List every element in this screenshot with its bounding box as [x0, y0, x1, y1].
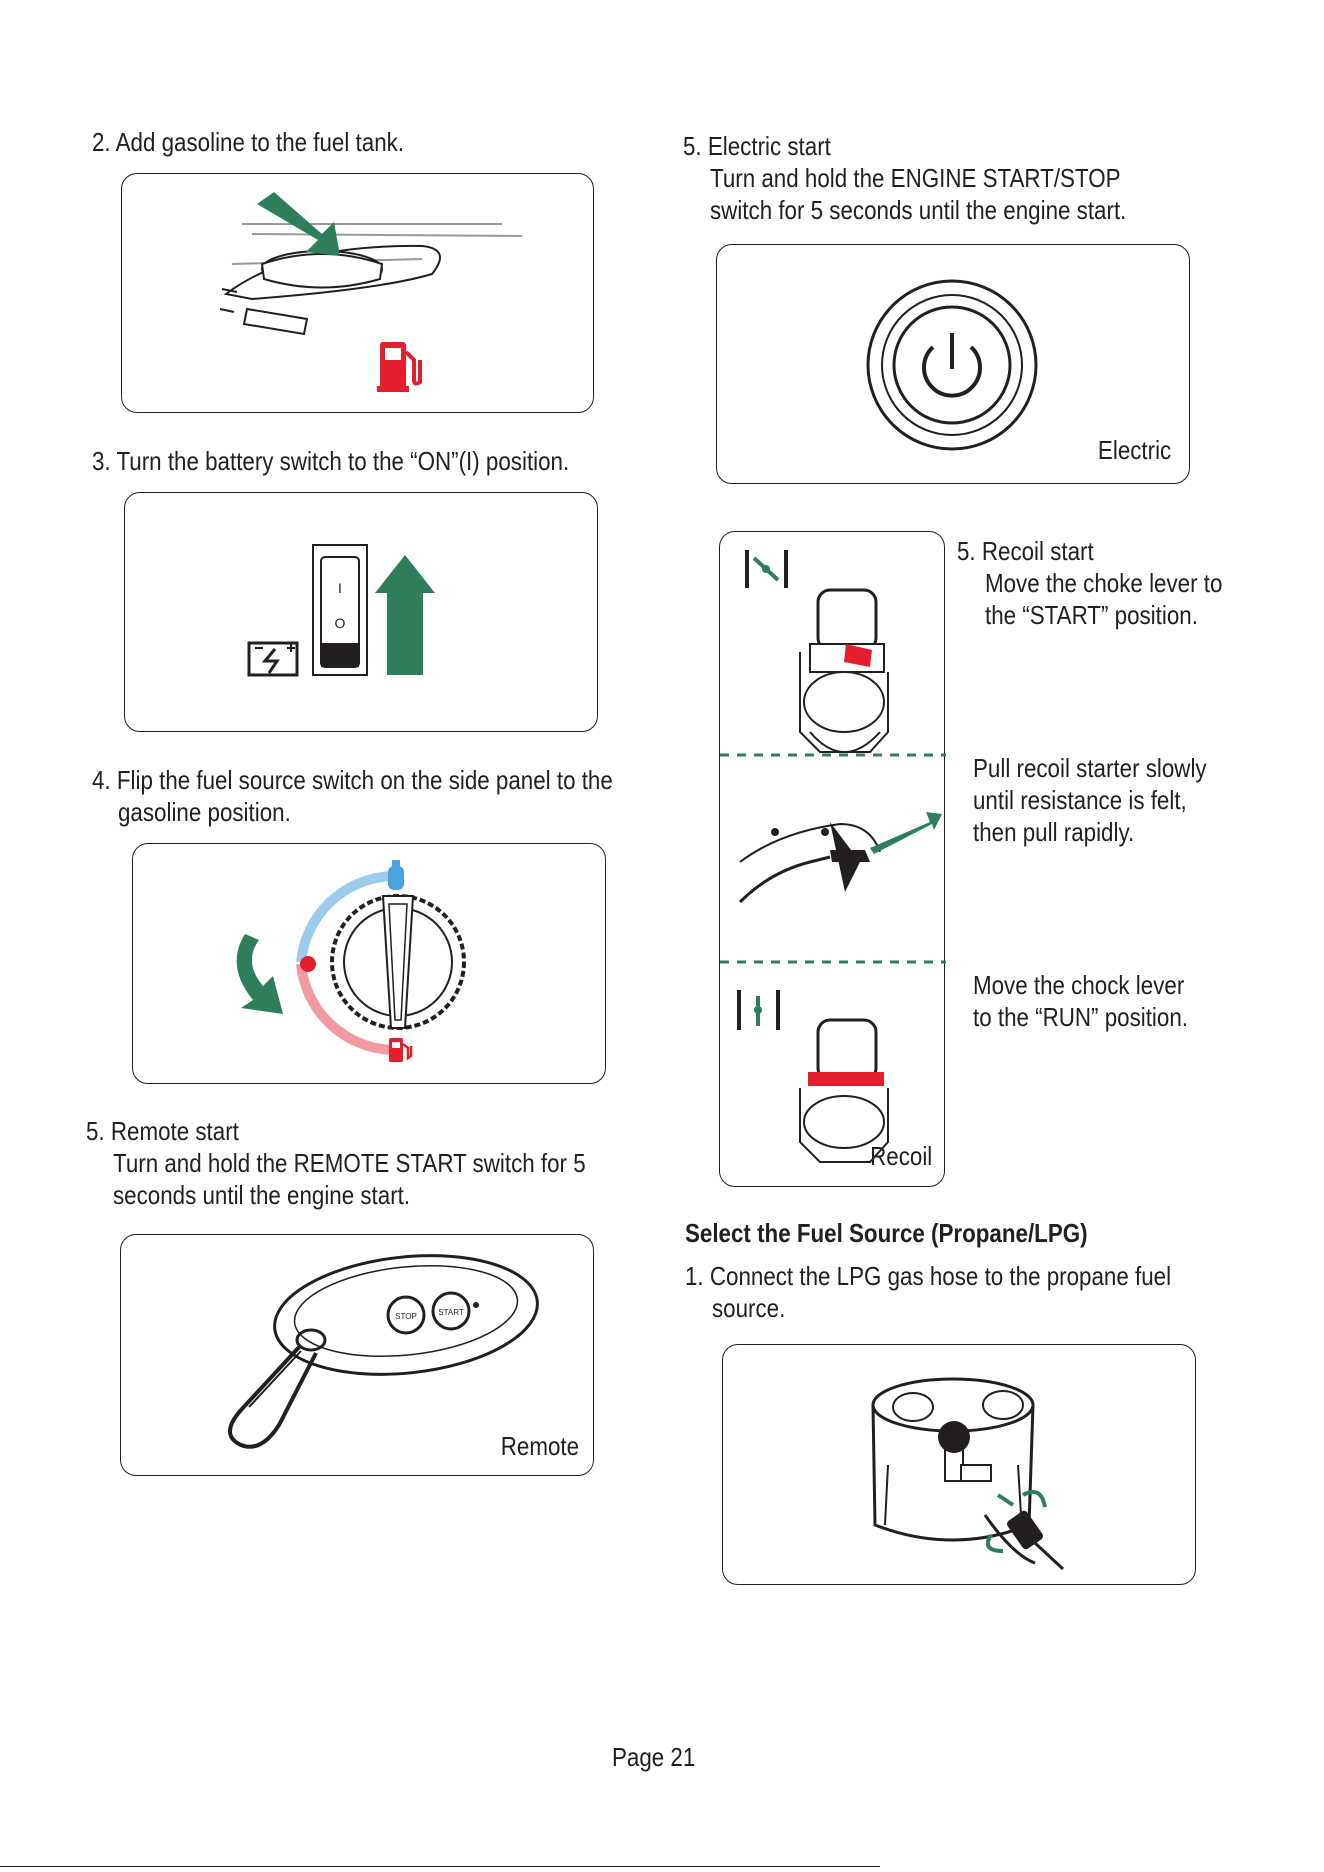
arrow-down-icon	[257, 192, 340, 256]
recoil-panel: Recoil	[719, 531, 946, 1187]
switch-off-symbol: O	[335, 615, 346, 631]
remote-caption: Remote	[500, 1431, 579, 1461]
fuel-selector-panel	[132, 843, 606, 1084]
electric-start-line2: switch for 5 seconds until the engine st…	[710, 195, 1127, 225]
recoil-start-line1: Move the choke lever to	[985, 568, 1223, 598]
fuel-tank-illustration	[219, 192, 523, 392]
add-gasoline-panel	[121, 173, 594, 413]
step4-text-line2: gasoline position.	[118, 797, 291, 827]
battery-switch-illustration: I O	[247, 544, 435, 677]
choke-run-icon	[737, 990, 780, 1030]
lpg-panel	[722, 1344, 1196, 1585]
step4-text-line1: 4. Flip the fuel source switch on the si…	[92, 765, 613, 795]
fob-stop-button: STOP	[395, 1312, 417, 1321]
step3-text: 3. Turn the battery switch to the “ON”(I…	[92, 446, 570, 476]
propane-tank-illustration	[871, 1377, 1065, 1571]
recoil-start-title: 5. Recoil start	[957, 536, 1094, 566]
step2-text: 2. Add gasoline to the fuel tank.	[92, 127, 405, 157]
footer-rule	[0, 1866, 880, 1867]
fuel-pump-icon	[377, 342, 422, 392]
run-position-line1: Move the chock lever	[973, 970, 1185, 1000]
propane-tank-icon	[388, 860, 404, 890]
recoil-start-line2: the “START” position.	[985, 600, 1198, 630]
fuel-pump-icon	[389, 1038, 413, 1062]
power-icon	[922, 333, 982, 398]
lpg-step1-line1: 1. Connect the LPG gas hose to the propa…	[685, 1261, 1172, 1291]
pull-recoil-line1: Pull recoil starter slowly	[973, 753, 1207, 783]
switch-on-symbol: I	[338, 580, 342, 596]
rotate-arrow-icon	[236, 934, 283, 1014]
run-position-line2: to the “RUN” position.	[973, 1002, 1188, 1032]
recoil-illustrations	[720, 550, 946, 1163]
choke-start-icon	[745, 550, 788, 588]
electric-start-line1: Turn and hold the ENGINE START/STOP	[710, 163, 1121, 193]
arrow-up-icon	[375, 555, 435, 675]
power-button-illustration	[866, 279, 1038, 451]
battery-switch-panel: I O	[124, 492, 598, 732]
recoil-caption: Recoil	[869, 1141, 932, 1171]
pull-recoil-line2: until resistance is felt,	[973, 785, 1187, 815]
electric-caption: Electric	[1097, 435, 1171, 465]
lpg-step1-line2: source.	[712, 1293, 786, 1323]
remote-start-line2: seconds until the engine start.	[113, 1180, 411, 1210]
remote-start-line1: Turn and hold the REMOTE START switch fo…	[113, 1148, 586, 1178]
page-number: Page 21	[612, 1742, 696, 1772]
pull-recoil-line3: then pull rapidly.	[973, 817, 1135, 847]
battery-icon	[247, 641, 299, 677]
fuel-selector-illustration	[236, 860, 466, 1062]
remote-start-title: 5. Remote start	[86, 1116, 239, 1146]
lpg-section-heading: Select the Fuel Source (Propane/LPG)	[685, 1218, 1088, 1248]
remote-fob-illustration: STOP START	[228, 1254, 539, 1449]
fob-start-button: START	[438, 1308, 464, 1317]
remote-panel: STOP START Remote	[120, 1234, 594, 1476]
electric-start-title: 5. Electric start	[683, 131, 831, 161]
electric-panel: Electric	[716, 244, 1190, 484]
